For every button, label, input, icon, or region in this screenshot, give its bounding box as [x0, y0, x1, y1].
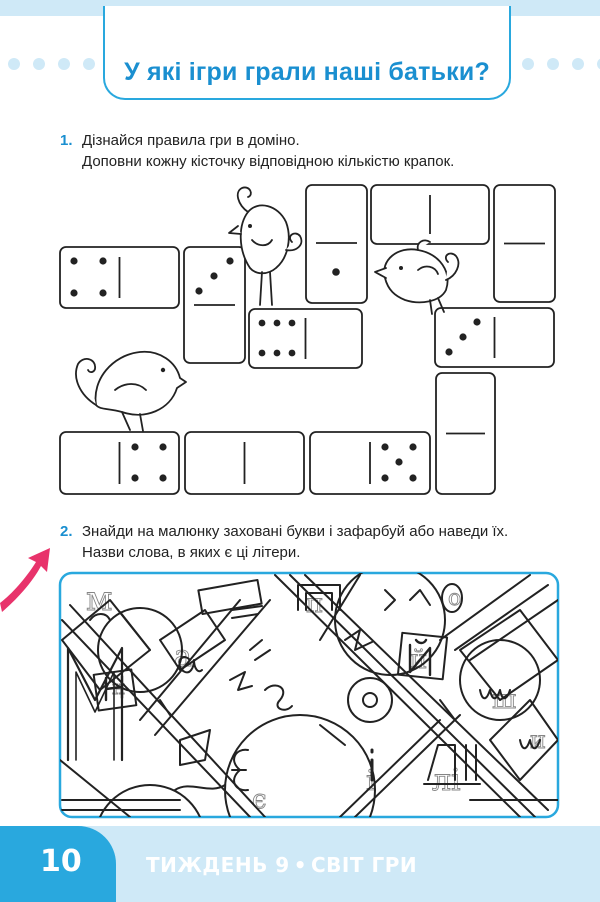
- title-box: У які ігри грали наші батьки?: [103, 6, 511, 100]
- bird-middle-illustration: [228, 186, 303, 306]
- puzzle-letter: п: [306, 589, 323, 619]
- domino-tile: [59, 431, 180, 495]
- footer-theme: СВІТ ГРИ: [311, 853, 418, 877]
- puzzle-letter: и: [530, 726, 546, 754]
- task-2-number: 2.: [60, 523, 73, 540]
- domino-tile: [309, 431, 431, 495]
- puzzle-letter: а: [174, 639, 192, 674]
- domino-tile: [184, 431, 305, 495]
- puzzle-letter: лі: [432, 763, 461, 798]
- pointer-arrow-icon: [0, 548, 50, 612]
- task-1-line-1: Дізнайся правила гри в доміно.: [82, 132, 300, 149]
- puzzle-letter: й: [410, 645, 427, 675]
- domino-tile: [248, 308, 363, 369]
- puzzle-letter: і: [366, 764, 375, 797]
- puzzle-letter: є: [252, 785, 267, 815]
- domino-tiles: [59, 184, 556, 495]
- footer: 10 ТИЖДЕНЬ 9•СВІТ ГРИ: [0, 826, 600, 902]
- puzzle-letter: о: [448, 586, 461, 611]
- page-number: 10: [40, 844, 82, 879]
- footer-chapter: ТИЖДЕНЬ 9•СВІТ ГРИ: [146, 853, 417, 877]
- domino-tile: [493, 184, 556, 303]
- task-1-line-2: Доповни кожну кісточку відповідною кільк…: [82, 153, 455, 170]
- task-2: 2. Знайди на малюнку заховані букви і за…: [60, 521, 508, 563]
- page-number-tab: 10: [0, 826, 116, 902]
- domino-tile: [435, 372, 496, 495]
- page-title: У які ігри грали наші батьки?: [124, 58, 490, 86]
- domino-tile: [183, 246, 246, 364]
- right-dots-decoration: [522, 58, 600, 72]
- domino-tile: [305, 184, 368, 304]
- puzzle-letter-group: м а н є й о ш і лі и п: [86, 579, 547, 816]
- task-1-number: 1.: [60, 132, 73, 149]
- domino-tile: [434, 307, 555, 368]
- footer-separator: •: [293, 853, 307, 877]
- domino-tile: [59, 246, 180, 309]
- bird-left-illustration: [75, 350, 187, 432]
- domino-tile: [370, 184, 490, 245]
- task-2-line-1: Знайди на малюнку заховані букви і зафар…: [82, 523, 509, 540]
- bird-right-illustration: [374, 239, 460, 315]
- task-1: 1. Дізнайся правила гри в доміно. Доповн…: [60, 130, 454, 172]
- puzzle-letter: ш: [492, 685, 516, 715]
- footer-week: ТИЖДЕНЬ 9: [146, 853, 290, 877]
- puzzle-letter: н: [112, 675, 125, 699]
- hidden-letters-puzzle: [58, 571, 560, 819]
- puzzle-letter: м: [86, 579, 112, 619]
- task-2-line-2: Назви слова, в яких є ці літери.: [82, 544, 301, 561]
